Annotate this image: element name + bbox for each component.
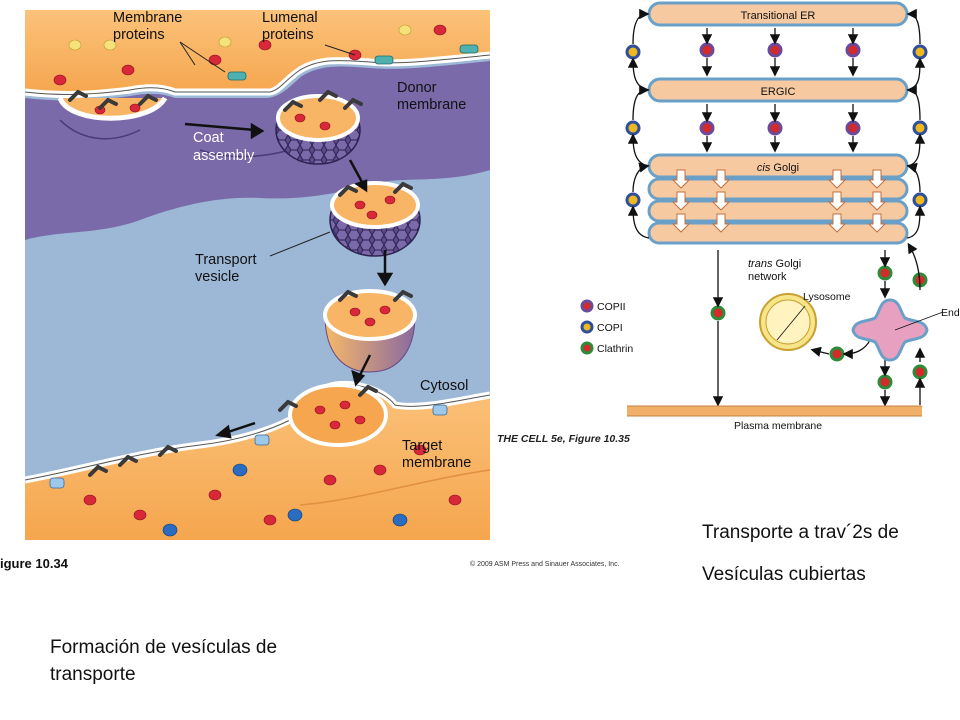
label-coat-assembly-1: Coat [193, 130, 224, 146]
legend-clathrin: Clathrin [597, 343, 633, 355]
endosome-pathway-arrows [810, 242, 926, 407]
left-caption: Formación de vesículas de transporte [50, 634, 277, 688]
label-target-membrane-2: membrane [402, 455, 471, 471]
label-membrane-proteins-2: proteins [113, 27, 165, 43]
legend-copi: COPI [597, 322, 623, 334]
label-lumenal-proteins-1: Lumenal [262, 10, 318, 26]
left-caption-line2: transporte [50, 664, 136, 685]
retrograde-transport-arrows [627, 8, 926, 239]
left-caption-line1: Formación de vesículas de [50, 637, 278, 658]
right-figure-label: THE CELL 5e, Figure 10.35 [497, 433, 630, 445]
copyright-notice: © 2009 ASM Press and Sinauer Associates,… [470, 561, 620, 568]
label-donor-membrane-1: Donor [397, 80, 437, 96]
transport-vesicle [329, 181, 421, 257]
copii-vesicles [699, 42, 861, 136]
plasma-membrane: Plasma membrane [627, 405, 922, 432]
coated-vesicle-pathway-diagram: Transitional ER ERGIC cis Golgi trans Go… [580, 1, 960, 432]
transitional-er: Transitional ER [647, 1, 909, 27]
vesicle-formation-illustration: Membrane proteins Lumenal proteins Donor… [24, 10, 491, 540]
vesicle-coat-legend: COPII COPI Clathrin [580, 299, 633, 355]
svg-text:cis Golgi: cis Golgi [757, 162, 799, 174]
label-donor-membrane-2: membrane [397, 97, 466, 113]
forward-transport-arrows [701, 28, 859, 407]
label-transport-vesicle-1: Transport [195, 252, 257, 268]
left-figure-label: igure 10.34 [0, 556, 68, 571]
legend-copii-swatch [580, 299, 594, 313]
right-caption-line2: Vesículas cubiertas [702, 564, 866, 585]
label-transport-vesicle-2: vesicle [195, 269, 239, 285]
label-cytosol: Cytosol [420, 378, 468, 394]
ergic: ERGIC [647, 77, 909, 103]
legend-copi-swatch [580, 320, 594, 334]
legend-copii: COPII [597, 301, 626, 313]
svg-text:Transitional ER: Transitional ER [741, 10, 816, 22]
right-caption: Transporte a trav´2s de Vesículas cubier… [702, 512, 899, 596]
label-trans-golgi-network-2: network [748, 271, 787, 283]
fusing-vesicle [288, 383, 388, 447]
svg-text:ERGIC: ERGIC [761, 86, 796, 98]
donor-lumen [25, 10, 490, 95]
budding-vesicle [275, 94, 361, 165]
lumenal-protein-cargo [53, 24, 462, 526]
coat-proteins [68, 90, 413, 477]
svg-text:Plasma membrane: Plasma membrane [734, 420, 822, 432]
label-lumenal-proteins-2: proteins [262, 27, 314, 43]
svg-text:Lysosome: Lysosome [803, 291, 851, 303]
legend-clathrin-swatch [580, 341, 594, 355]
cis-golgi: cis Golgi [647, 153, 909, 179]
label-membrane-proteins-1: Membrane [113, 10, 182, 26]
uncoated-vesicle [323, 289, 417, 373]
svg-text:End: End [941, 307, 960, 319]
right-caption-line1: Transporte a trav´2s de [702, 522, 899, 543]
label-trans-golgi-network: trans Golgi [748, 258, 801, 270]
label-coat-assembly-2: assembly [193, 148, 255, 164]
medial-golgi-cisternae [647, 177, 909, 245]
lysosome: Lysosome [759, 291, 851, 351]
label-target-membrane-1: Target [402, 438, 442, 454]
endosome: End [851, 298, 960, 362]
copi-vesicles [625, 44, 928, 208]
